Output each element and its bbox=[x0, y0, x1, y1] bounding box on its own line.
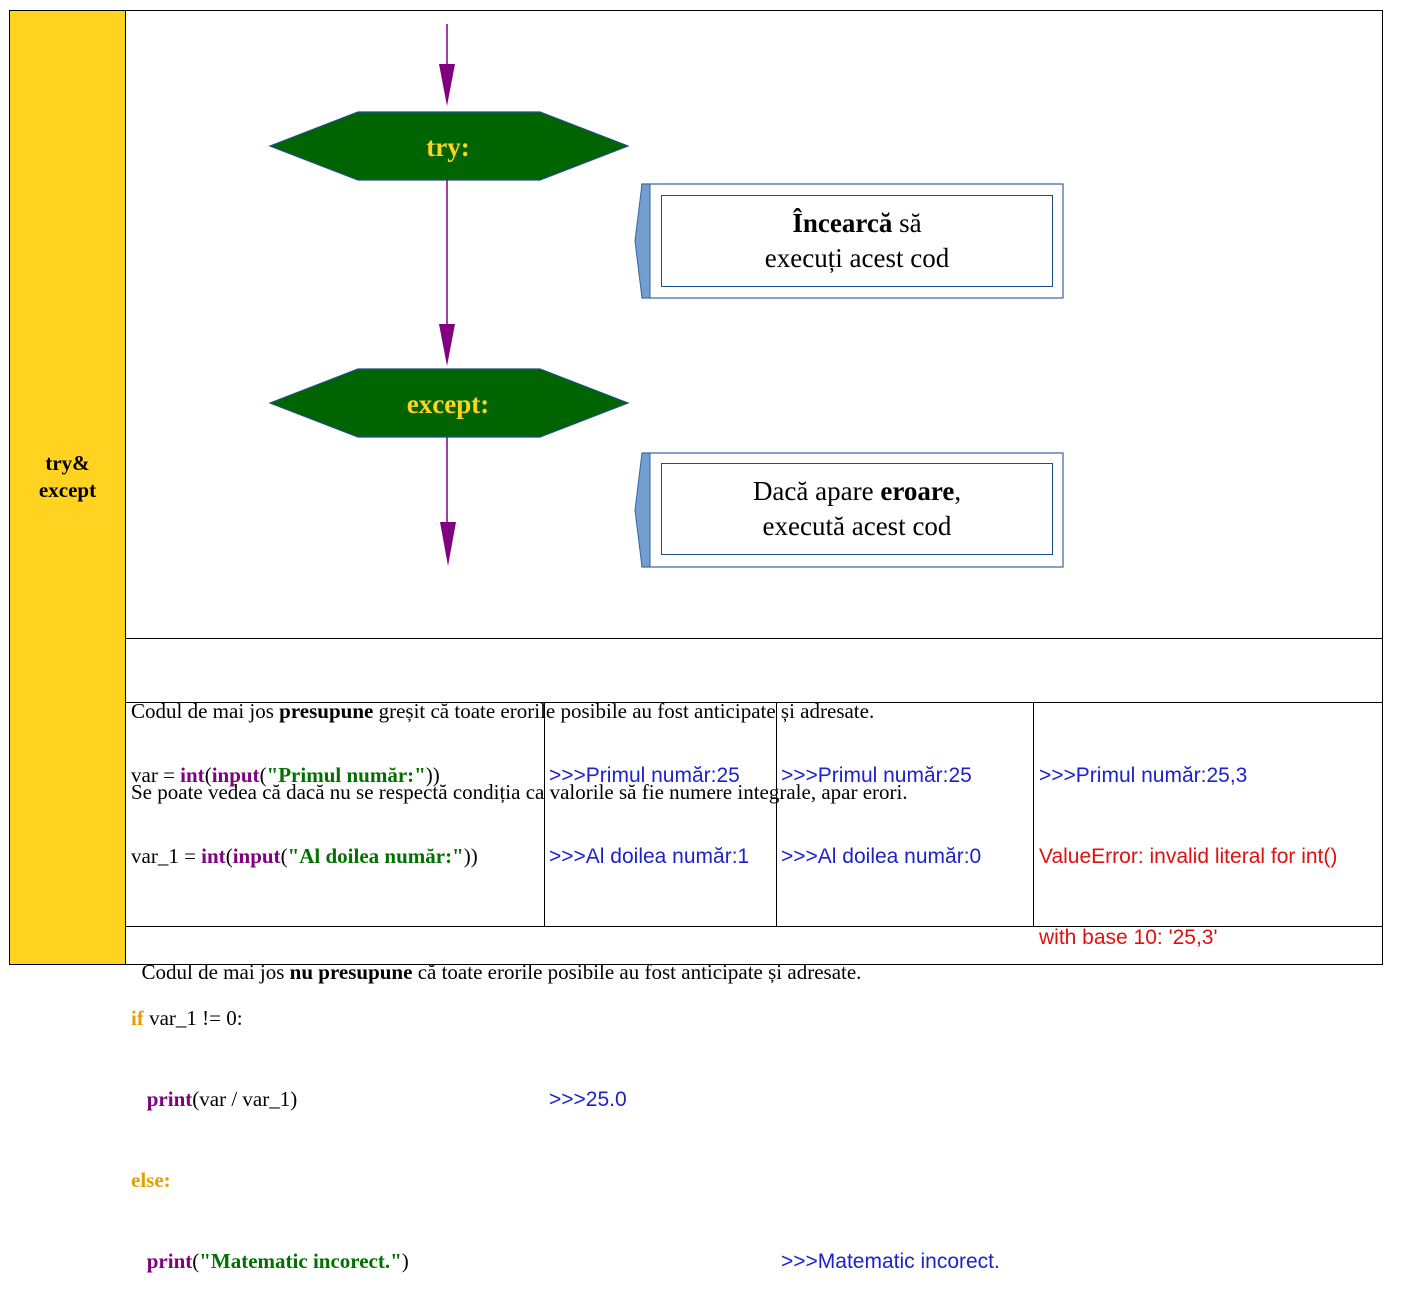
callout-try-line2: execuți acest cod bbox=[764, 243, 950, 273]
callout-except-bold: eroare bbox=[880, 476, 955, 506]
note-nu-presupune-post: că toate erorile posibile au fost antici… bbox=[412, 960, 862, 984]
run3-line3: with base 10: '25,3' bbox=[1039, 926, 1218, 949]
run1-output: >>>Primul număr:25 >>>Al doilea număr:1 … bbox=[549, 708, 749, 1140]
callout-except: Dacă apare eroare, execută acest cod bbox=[661, 463, 1053, 555]
run3-line1: >>>Primul număr:25,3 bbox=[1039, 764, 1248, 787]
section-label-line2: except bbox=[38, 477, 97, 502]
divider-code bbox=[126, 926, 1383, 927]
note-presupune-pre: Codul de mai jos bbox=[131, 699, 280, 723]
callout-except-frame bbox=[634, 452, 1064, 568]
run2-line1: >>>Primul număr:25 bbox=[781, 764, 972, 787]
run2-blank2: ​ bbox=[781, 1005, 1000, 1032]
run1-line1: >>>Primul număr:25 bbox=[549, 764, 740, 787]
code-line-6: else: bbox=[131, 1168, 171, 1192]
try-except-flowchart: try: except: bbox=[268, 24, 1064, 568]
run3-line2: ValueError: invalid literal for int() bbox=[1039, 845, 1338, 868]
callout-try: Încearcă să execuți acest cod bbox=[661, 195, 1053, 287]
run2-output: >>>Primul număr:25 >>>Al doilea număr:0 … bbox=[781, 708, 1000, 1302]
divider-col2 bbox=[776, 702, 777, 926]
run1-blank2: ​ bbox=[549, 1005, 749, 1032]
arrow-head-top bbox=[439, 64, 455, 106]
run1-line2: >>>Al doilea număr:1 bbox=[549, 845, 750, 868]
callout-try-frame bbox=[634, 183, 1064, 299]
callout-except-pre: Dacă apare bbox=[752, 476, 881, 506]
run2-blank4: ​ bbox=[781, 1167, 1000, 1194]
callout-try-rest: să bbox=[892, 208, 922, 238]
except-label: except: bbox=[407, 389, 489, 419]
arrow-head-bottom bbox=[440, 522, 456, 566]
note-nu-presupune-pre: Codul de mai jos bbox=[141, 960, 290, 984]
divider-diagram bbox=[126, 638, 1383, 639]
try-shape bbox=[268, 111, 630, 181]
code-line-1: var = int(input("Primul număr:")) bbox=[131, 763, 440, 787]
try-label: try: bbox=[426, 132, 469, 162]
code-line-5: print(var / var_1) bbox=[146, 1087, 298, 1111]
except-shape bbox=[268, 368, 630, 438]
code-block: var = int(input("Primul număr:")) var_1 … bbox=[131, 708, 478, 1302]
divider-col3 bbox=[1033, 702, 1034, 926]
code-line-2: var_1 = int(input("Al doilea număr:")) bbox=[131, 844, 478, 868]
callout-try-line1: Încearcă să bbox=[765, 206, 949, 241]
run1-line3: >>>25.0 bbox=[549, 1088, 627, 1111]
divider-col1 bbox=[544, 702, 545, 926]
note-presupune-line2: Se poate vedea că dacă nu se respectă co… bbox=[131, 780, 908, 804]
code-line-4: if var_1 != 0: bbox=[131, 1006, 243, 1030]
note-presupune-bold: presupune bbox=[279, 699, 374, 723]
arrow-head-middle bbox=[439, 324, 455, 366]
section-label-cell: try& except bbox=[9, 10, 126, 965]
callout-except-line1: Dacă apare eroare, bbox=[753, 474, 961, 509]
note-nu-presupune: Codul de mai jos nu presupune că toate e… bbox=[131, 932, 862, 986]
note-presupune-post: greșit că toate erorile posibile au fost… bbox=[373, 699, 875, 723]
run2-line3: >>>Matematic incorect. bbox=[781, 1250, 1000, 1273]
divider-note1 bbox=[126, 702, 1383, 703]
note-presupune-line1: Codul de mai jos presupune greșit că toa… bbox=[131, 698, 908, 725]
section-label-line1: try& bbox=[45, 450, 90, 475]
run2-blank3: ​ bbox=[781, 1086, 1000, 1113]
callout-except-line2: execută acest cod bbox=[762, 511, 952, 541]
callout-try-bold: Încearcă bbox=[792, 208, 893, 238]
run3-output: >>>Primul număr:25,3 ValueError: invalid… bbox=[1039, 708, 1337, 978]
note-presupune: Codul de mai jos presupune greșit că toa… bbox=[131, 644, 908, 833]
section-label: try& except bbox=[39, 450, 96, 504]
code-line-7: print("Matematic incorect.") bbox=[146, 1249, 409, 1273]
run2-line2: >>>Al doilea număr:0 bbox=[781, 845, 982, 868]
callout-except-post: , bbox=[954, 476, 962, 506]
note-nu-presupune-bold: nu presupune bbox=[289, 960, 413, 984]
